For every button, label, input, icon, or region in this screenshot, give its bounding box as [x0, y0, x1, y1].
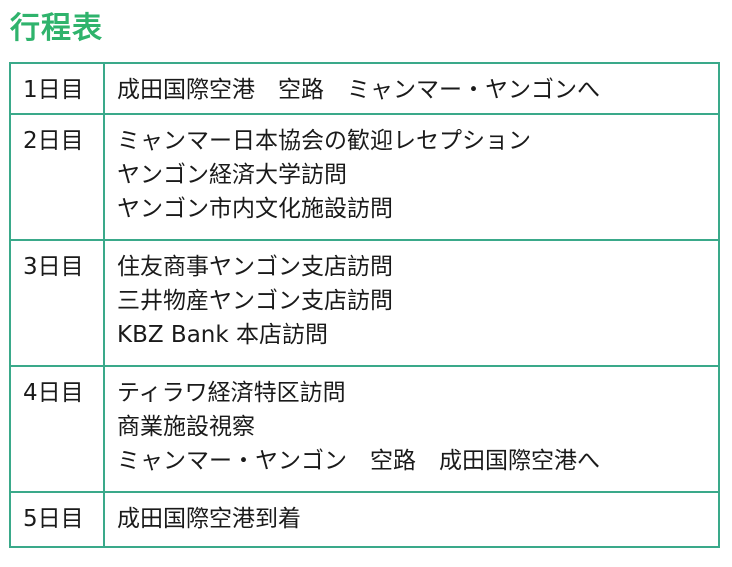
table-row: 5日目 成田国際空港到着: [9, 491, 720, 548]
table-row: 2日目 ミャンマー日本協会の歓迎レセプション ヤンゴン経済大学訪問 ヤンゴン市内…: [9, 113, 720, 241]
list-item: ミャンマー日本協会の歓迎レセプション: [117, 128, 531, 154]
day-label: 5日目: [9, 491, 105, 548]
day-items: 成田国際空港到着: [103, 491, 720, 548]
itinerary-table: 1日目 成田国際空港 空路 ミャンマー・ヤンゴンへ 2日目 ミャンマー日本協会の…: [9, 62, 720, 548]
list-item: 住友商事ヤンゴン支店訪問: [117, 254, 393, 280]
table-row: 3日目 住友商事ヤンゴン支店訪問 三井物産ヤンゴン支店訪問 KBZ Bank 本…: [9, 239, 720, 367]
page-title: 行程表: [10, 11, 103, 46]
list-item: ヤンゴン市内文化施設訪問: [117, 196, 393, 222]
day-label: 3日目: [9, 239, 105, 367]
table-row: 1日目 成田国際空港 空路 ミャンマー・ヤンゴンへ: [9, 62, 720, 115]
day-label: 4日目: [9, 365, 105, 493]
list-item: 成田国際空港 空路 ミャンマー・ヤンゴンへ: [117, 77, 600, 103]
list-item: ミャンマー・ヤンゴン 空路 成田国際空港へ: [117, 448, 600, 474]
day-label: 1日目: [9, 62, 105, 115]
day-items: ミャンマー日本協会の歓迎レセプション ヤンゴン経済大学訪問 ヤンゴン市内文化施設…: [103, 113, 720, 241]
list-item: ヤンゴン経済大学訪問: [117, 162, 347, 188]
list-item: 三井物産ヤンゴン支店訪問: [117, 288, 393, 314]
day-label: 2日目: [9, 113, 105, 241]
list-item: ティラワ経済特区訪問: [117, 380, 346, 406]
list-item: 商業施設視察: [117, 414, 255, 440]
list-item: 成田国際空港到着: [117, 506, 301, 532]
day-items: 住友商事ヤンゴン支店訪問 三井物産ヤンゴン支店訪問 KBZ Bank 本店訪問: [103, 239, 720, 367]
day-items: 成田国際空港 空路 ミャンマー・ヤンゴンへ: [103, 62, 720, 115]
day-items: ティラワ経済特区訪問 商業施設視察 ミャンマー・ヤンゴン 空路 成田国際空港へ: [103, 365, 720, 493]
list-item: KBZ Bank 本店訪問: [117, 322, 329, 348]
table-row: 4日目 ティラワ経済特区訪問 商業施設視察 ミャンマー・ヤンゴン 空路 成田国際…: [9, 365, 720, 493]
